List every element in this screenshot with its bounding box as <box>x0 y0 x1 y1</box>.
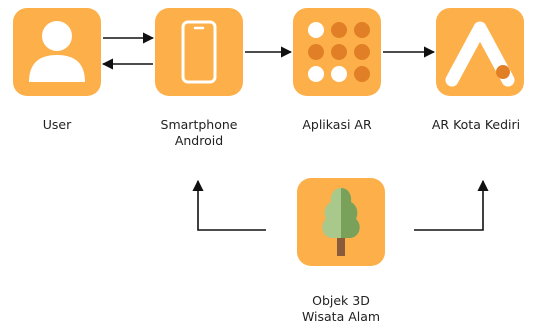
user-icon <box>29 21 85 82</box>
node-ar-kota <box>436 8 524 96</box>
node-user <box>13 8 101 96</box>
connectors <box>101 32 489 231</box>
dots-grid-icon <box>308 22 370 82</box>
label-ar-kota: AR Kota Kediri <box>431 117 521 132</box>
node-ar-app <box>293 8 381 96</box>
smartphone-tile <box>155 8 243 96</box>
arrow-objek3d-to-ar-kota <box>414 179 489 231</box>
label-ar-app: Aplikasi AR <box>302 117 372 132</box>
tree-icon <box>322 188 360 256</box>
label-smartphone: Smartphone Android <box>160 117 238 148</box>
arrow-objek3d-to-smartphone <box>192 179 266 231</box>
ar-logo-icon <box>445 21 515 87</box>
smartphone-icon <box>181 20 217 84</box>
label-user: User <box>42 117 72 132</box>
node-objek3d <box>297 178 385 266</box>
label-objek3d: Objek 3D Wisata Alam <box>301 293 381 324</box>
node-smartphone <box>155 8 243 96</box>
